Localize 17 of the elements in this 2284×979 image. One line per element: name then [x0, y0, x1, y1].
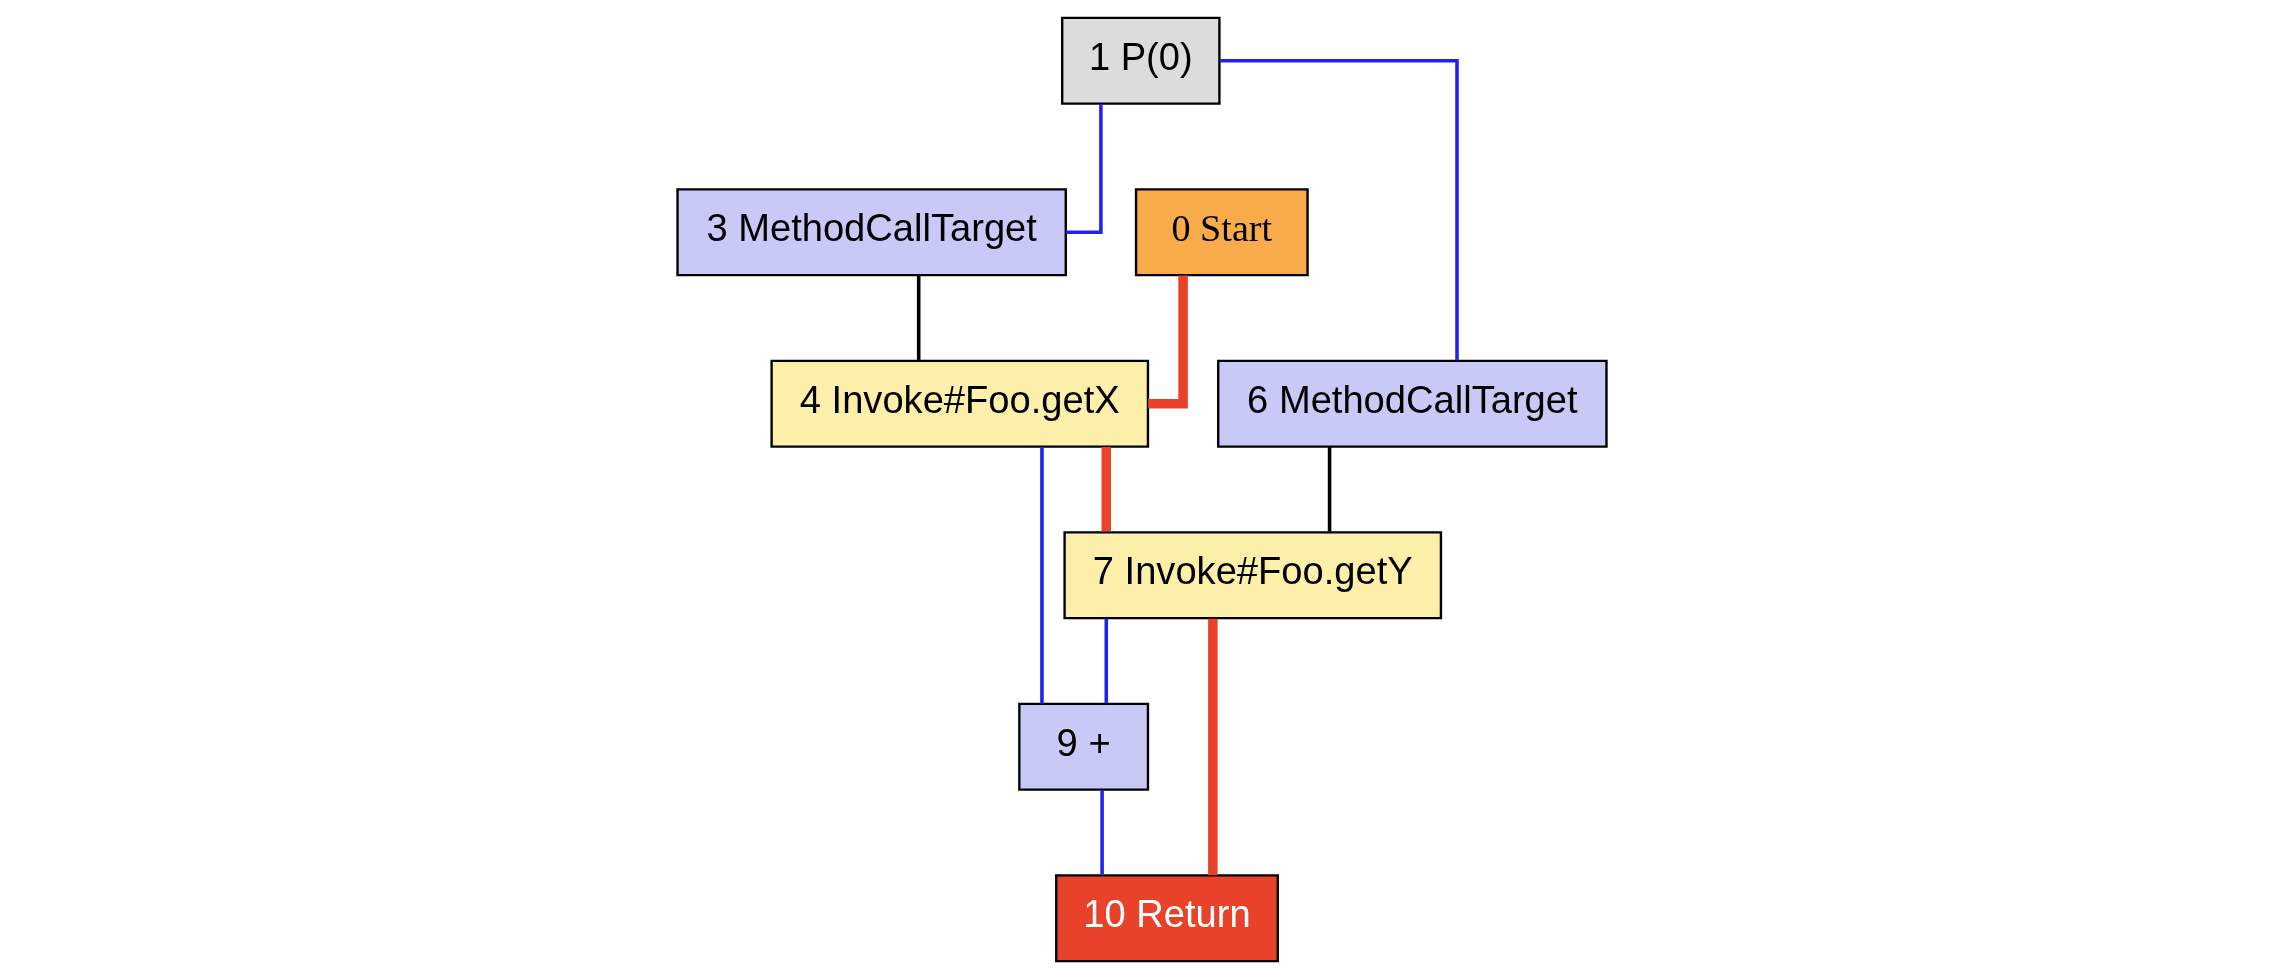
- node-box: 3 MethodCallTarget: [676, 188, 1067, 277]
- node-box: 6 MethodCallTarget: [1217, 359, 1608, 448]
- connector: [1040, 447, 1044, 704]
- connector: [1100, 790, 1104, 875]
- connector: [1148, 275, 1188, 409]
- connector: [916, 275, 921, 360]
- connector: [1104, 618, 1109, 703]
- node-box: 1 P(0): [1061, 16, 1221, 105]
- node-box: 0 Start: [1134, 188, 1309, 277]
- connector: [1101, 447, 1112, 532]
- node-box: 9 +: [1018, 702, 1150, 791]
- node-box: 7 Invoke#Foo.getY: [1063, 531, 1443, 620]
- node-box: 10 Return: [1055, 874, 1279, 963]
- connector: [1208, 618, 1218, 876]
- node-box: 4 Invoke#Foo.getX: [770, 359, 1150, 448]
- connector: [1219, 58, 1459, 361]
- connector: [1327, 447, 1332, 532]
